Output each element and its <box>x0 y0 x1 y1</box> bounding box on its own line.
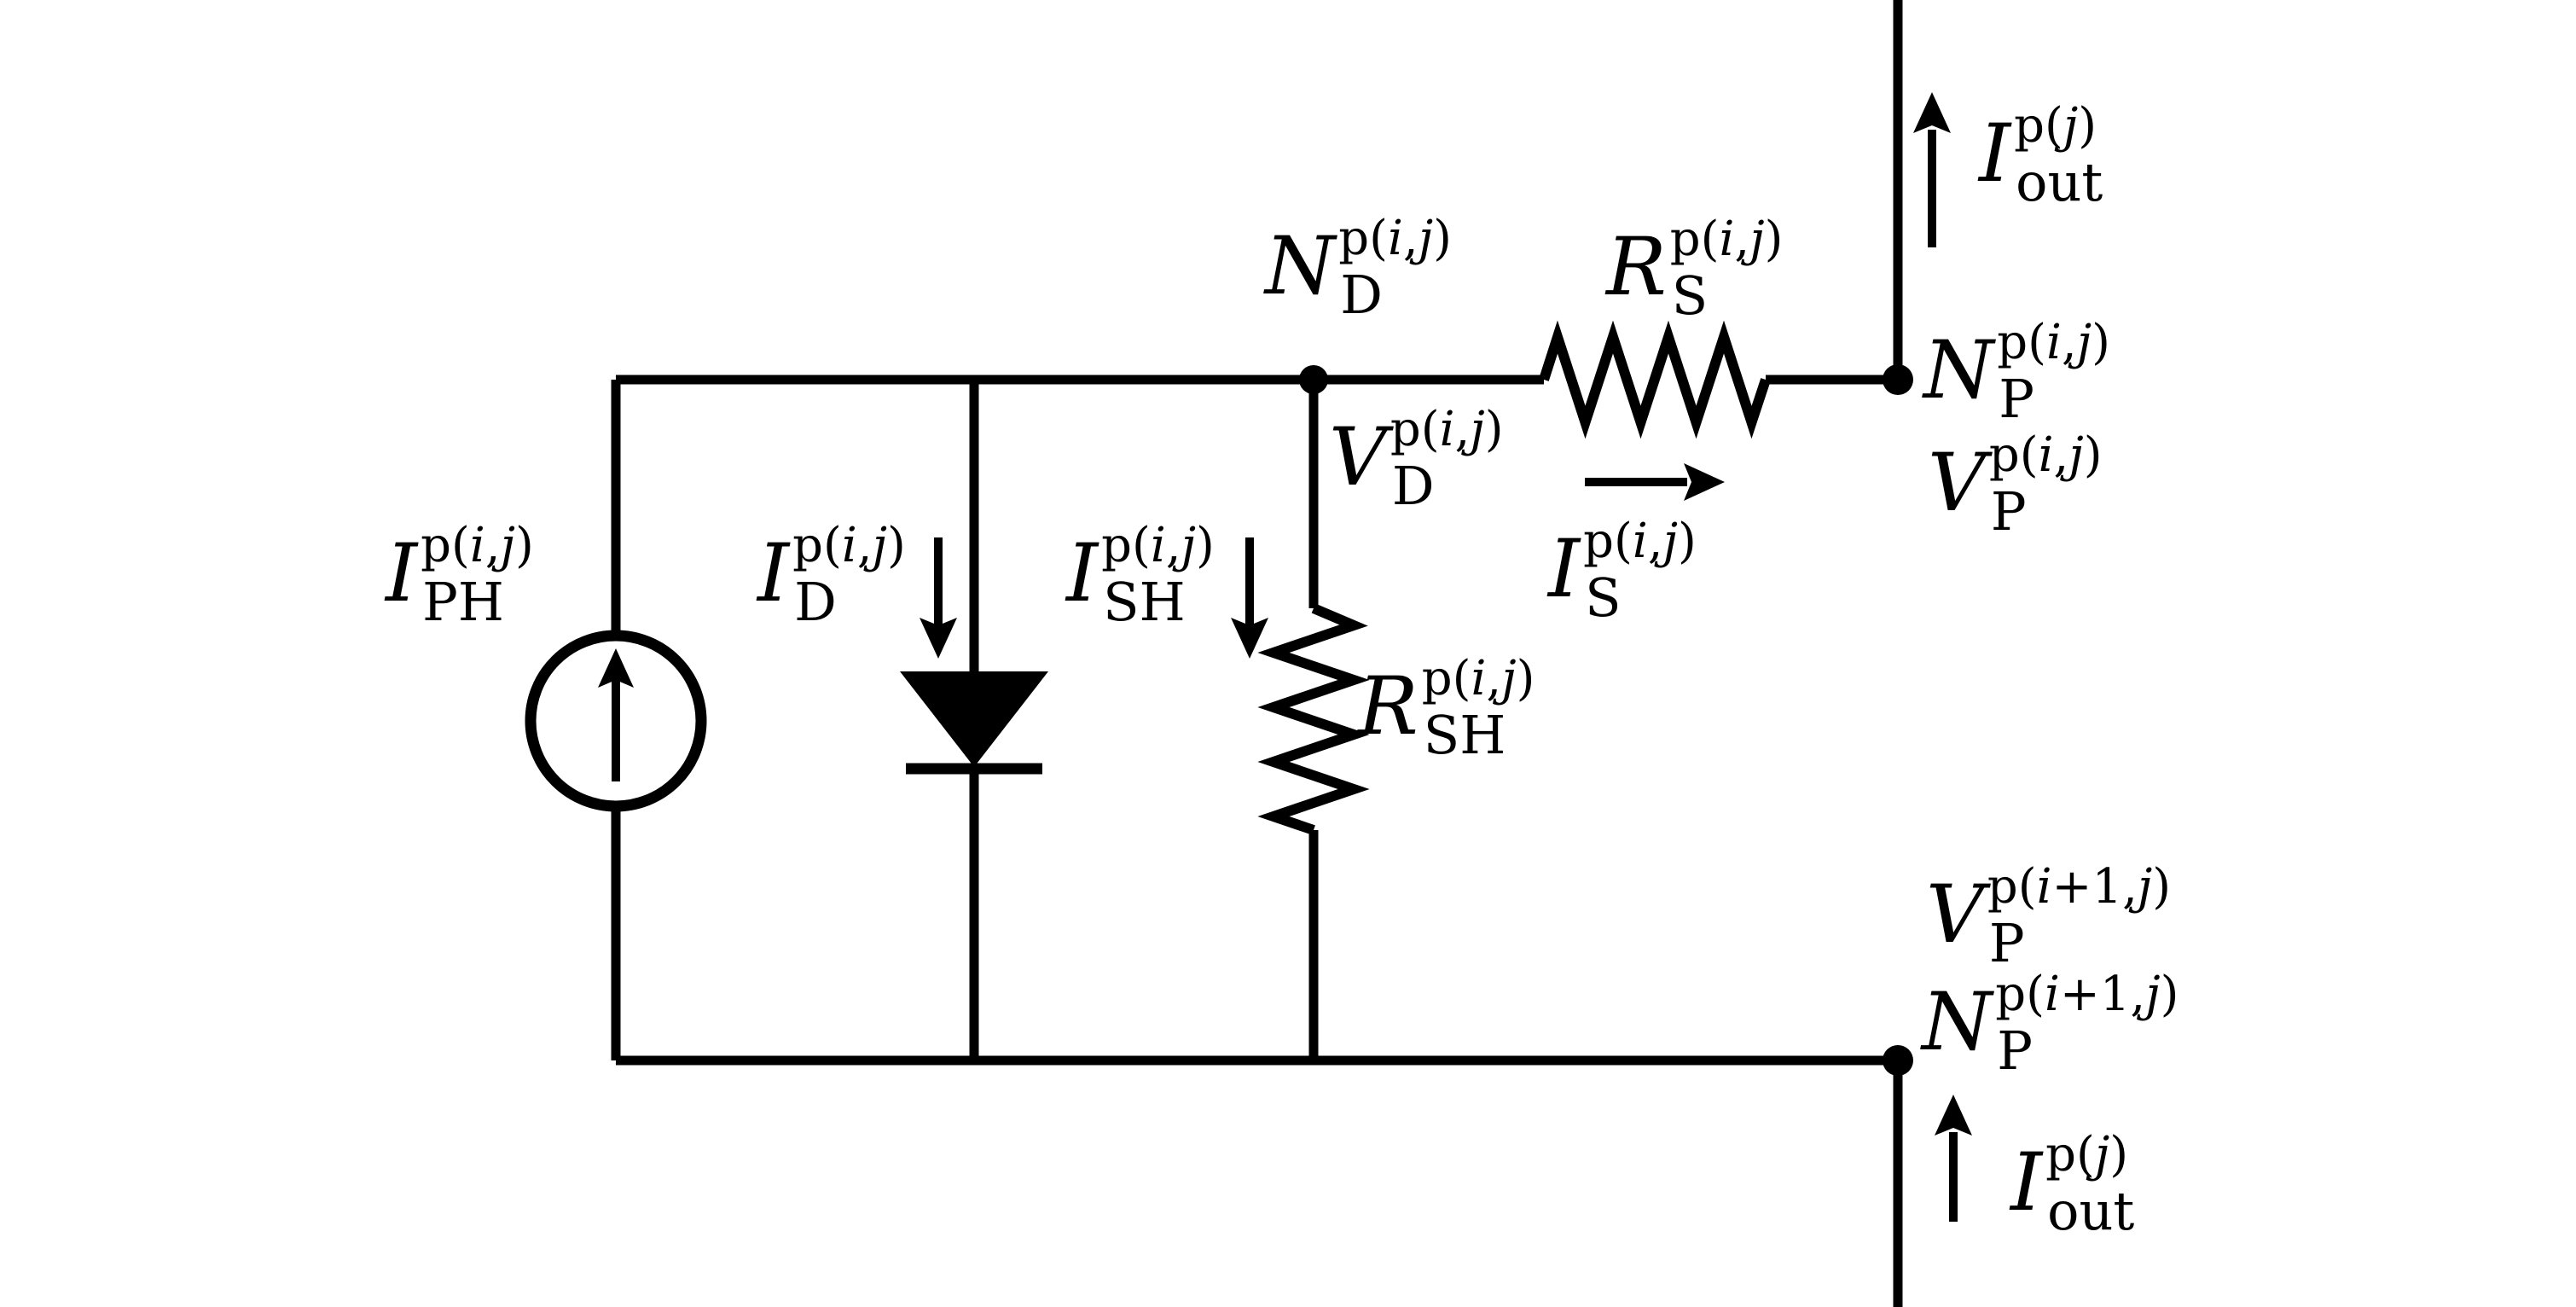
math-superscript: p(i,j) <box>1390 402 1504 457</box>
math-script-stack: p(i,j)P <box>1997 315 2110 430</box>
math-superscript: p(j) <box>2045 1127 2129 1182</box>
math-subscript: out <box>2016 151 2103 213</box>
node-dot-np-bottom <box>1883 1045 1913 1076</box>
math-main-letter: I <box>2010 1136 2043 1229</box>
math-main-letter: I <box>757 527 790 620</box>
node-dot-np-top <box>1883 364 1913 395</box>
math-subscript: D <box>1340 264 1383 326</box>
math-subscript: SH <box>1423 704 1506 766</box>
math-superscript: p(i,j) <box>1101 518 1215 573</box>
math-subscript: D <box>1391 455 1435 517</box>
math-superscript: p(i,j) <box>1669 212 1784 267</box>
math-script-stack: p(j)out <box>2014 98 2103 213</box>
math-main-letter: I <box>1979 107 2011 200</box>
math-main-letter: V <box>1329 411 1387 504</box>
math-superscript: p(i,j) <box>421 518 534 573</box>
math-main-letter: N <box>1265 220 1336 313</box>
math-superscript: p(i,j) <box>1997 315 2110 370</box>
math-superscript: p(i+1,j) <box>1995 967 2179 1022</box>
math-subscript: out <box>2047 1180 2135 1242</box>
resistor-rs <box>1539 320 1771 439</box>
resistor-rsh <box>1257 603 1370 835</box>
math-script-stack: p(i,j)D <box>1390 402 1504 517</box>
math-superscript: p(i,j) <box>792 518 906 573</box>
math-script-stack: p(i+1,j)P <box>1987 859 2172 974</box>
math-superscript: p(i+1,j) <box>1987 859 2172 915</box>
math-script-stack: p(i,j)PH <box>421 518 534 633</box>
node-dot-nd <box>1299 365 1328 394</box>
math-superscript: p(i,j) <box>1338 211 1452 266</box>
math-script-stack: p(i,j)SH <box>1421 651 1535 766</box>
math-subscript: PH <box>422 571 504 633</box>
math-subscript: P <box>1997 1019 2033 1082</box>
math-main-letter: V <box>1928 437 1986 530</box>
math-script-stack: p(j)out <box>2045 1127 2135 1242</box>
math-main-letter: I <box>1066 527 1099 620</box>
math-subscript: P <box>1990 480 2027 543</box>
math-script-stack: p(i,j)D <box>1338 211 1452 326</box>
source-arrow-head <box>598 648 634 688</box>
math-subscript: P <box>1999 368 2034 430</box>
math-script-stack: p(i+1,j)P <box>1995 967 2179 1082</box>
math-superscript: p(i,j) <box>1988 427 2103 483</box>
math-superscript: p(j) <box>2014 98 2097 154</box>
math-main-letter: I <box>1548 523 1581 616</box>
math-subscript: SH <box>1103 571 1186 633</box>
math-script-stack: p(i,j)P <box>1988 427 2103 543</box>
math-main-letter: R <box>1358 660 1419 753</box>
math-main-letter: V <box>1926 868 1984 961</box>
math-script-stack: p(i,j)S <box>1583 518 1697 624</box>
math-main-letter: I <box>386 527 418 620</box>
math-subscript: P <box>1988 912 2025 974</box>
diode-triangle <box>900 671 1048 767</box>
iout-top-arrow-head <box>1913 92 1951 133</box>
id-arrow-head <box>920 618 957 659</box>
math-main-letter: N <box>1922 976 1993 1069</box>
math-main-letter: N <box>1923 324 1994 417</box>
is-arrow-head <box>1684 463 1725 501</box>
ish-arrow-head <box>1231 618 1268 659</box>
math-script-stack: p(i,j)S <box>1670 216 1784 322</box>
math-subscript: S <box>1671 264 1709 327</box>
iout-bottom-arrow-head <box>1935 1095 1972 1136</box>
math-subscript: S <box>1585 566 1622 629</box>
math-script-stack: p(i,j)D <box>792 518 906 633</box>
math-superscript: p(i,j) <box>1583 514 1697 569</box>
math-superscript: p(i,j) <box>1421 651 1535 706</box>
math-script-stack: p(i,j)SH <box>1101 518 1215 633</box>
math-subscript: D <box>794 571 837 633</box>
math-main-letter: R <box>1606 221 1667 314</box>
